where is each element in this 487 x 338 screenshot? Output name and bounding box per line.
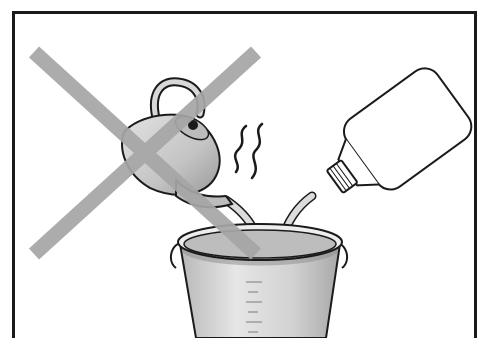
bottle-icon: [310, 62, 477, 216]
prohibition-cross-icon: [34, 52, 256, 254]
bucket-icon: [171, 224, 347, 338]
steam-icon: [235, 124, 262, 178]
